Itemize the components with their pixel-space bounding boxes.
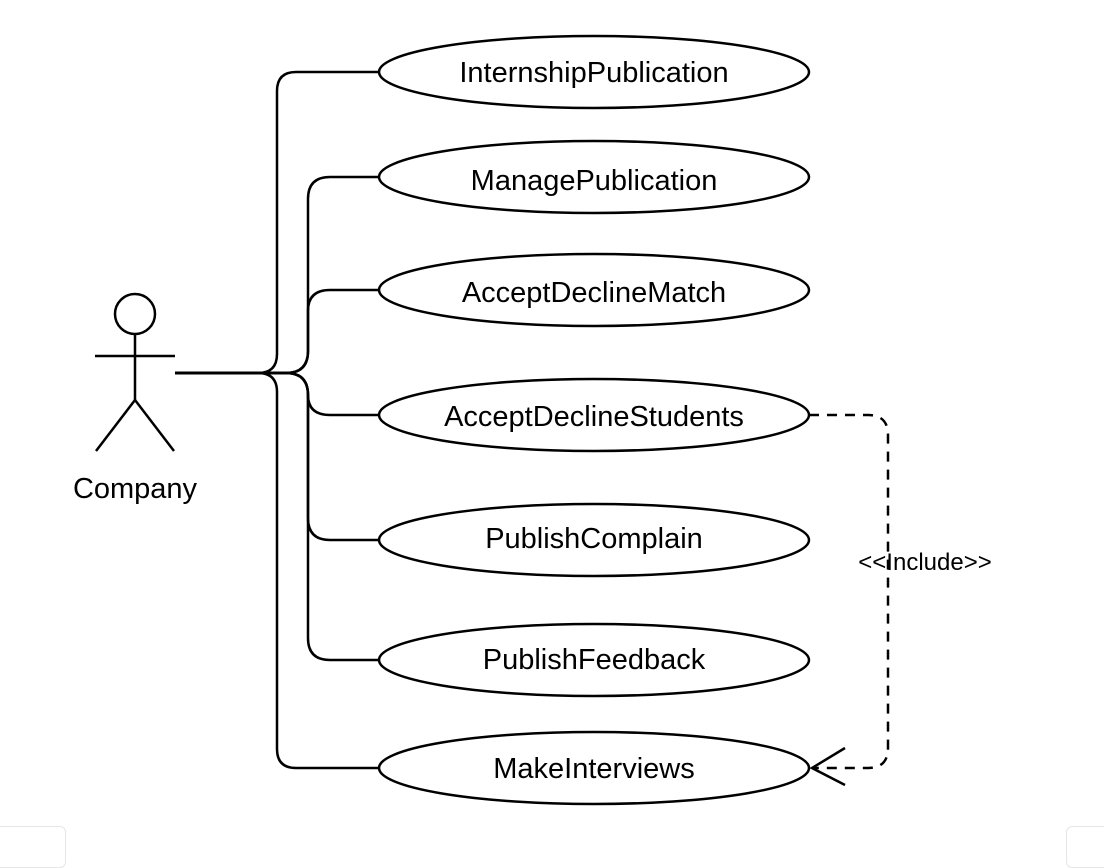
- use-case-make-interviews[interactable]: MakeInterviews: [377, 730, 811, 806]
- actor-right-leg: [134, 399, 175, 452]
- association-line: [175, 371, 378, 662]
- include-relationship[interactable]: <<Include>>: [809, 413, 992, 787]
- associations: [175, 70, 378, 770]
- use-case-label: PublishFeedback: [483, 644, 706, 676]
- use-case-label: MakeInterviews: [493, 753, 694, 785]
- association-line: [175, 70, 378, 375]
- use-case-publish-complain[interactable]: PublishComplain: [377, 502, 811, 578]
- include-dashed-line: [809, 413, 890, 770]
- use-case-label: ManagePublication: [471, 165, 718, 197]
- use-cases: InternshipPublication ManagePublication …: [377, 34, 811, 806]
- use-case-label: AcceptDeclineStudents: [444, 401, 744, 433]
- use-case-publish-feedback[interactable]: PublishFeedback: [377, 622, 811, 698]
- association-line: [175, 371, 378, 770]
- actor-company[interactable]: Company: [73, 292, 198, 505]
- use-case-accept-decline-students[interactable]: AcceptDeclineStudents: [377, 377, 811, 453]
- use-case-accept-decline-match[interactable]: AcceptDeclineMatch: [377, 252, 811, 328]
- actor-left-leg: [95, 399, 136, 452]
- scroll-corner-right: [1066, 826, 1104, 868]
- use-case-label: PublishComplain: [485, 523, 703, 555]
- actor-label: Company: [73, 473, 198, 505]
- include-label: <<Include>>: [858, 549, 991, 576]
- use-case-label: InternshipPublication: [459, 57, 728, 89]
- actor-head: [113, 292, 157, 336]
- scroll-corner-left: [0, 826, 66, 868]
- use-case-label: AcceptDeclineMatch: [462, 277, 726, 309]
- association-line: [175, 288, 378, 375]
- use-case-internship-publication[interactable]: InternshipPublication: [377, 34, 811, 110]
- include-arrowhead: [809, 746, 846, 787]
- use-case-manage-publication[interactable]: ManagePublication: [377, 139, 811, 215]
